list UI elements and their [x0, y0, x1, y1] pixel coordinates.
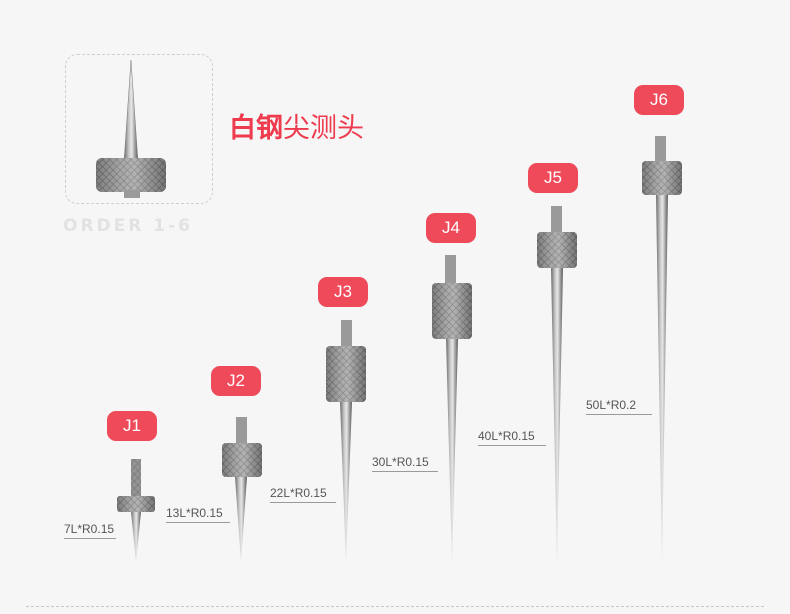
probe-j3: [326, 320, 366, 562]
probe-j2: [222, 417, 262, 562]
thumbnail-probe: [96, 59, 166, 198]
spec-j6: 50L*R0.2: [586, 398, 652, 415]
tag-j3: J3: [318, 277, 368, 307]
thumbnail-frame: [65, 54, 213, 204]
spec-j4: 30L*R0.15: [372, 455, 438, 472]
tag-j6: J6: [634, 85, 684, 115]
tag-j2: J2: [211, 366, 261, 396]
tag-j5: J5: [528, 163, 578, 193]
probe-j5: [537, 206, 577, 562]
probe-j1: [117, 459, 155, 562]
spec-j1: 7L*R0.15: [64, 522, 116, 539]
spec-j5: 40L*R0.15: [478, 429, 546, 446]
spec-j2: 13L*R0.15: [166, 506, 230, 523]
tag-j1: J1: [107, 411, 157, 441]
bottom-divider: [26, 606, 764, 607]
title-rest: 尖测头: [283, 113, 364, 144]
tag-j4: J4: [426, 213, 476, 243]
product-title: 白钢尖测头: [229, 112, 364, 146]
probe-j6: [642, 136, 682, 562]
probe-j4: [432, 255, 472, 562]
order-label: ORDER 1-6: [63, 216, 193, 236]
title-highlight: 白钢: [229, 113, 283, 144]
spec-j3: 22L*R0.15: [270, 486, 336, 503]
